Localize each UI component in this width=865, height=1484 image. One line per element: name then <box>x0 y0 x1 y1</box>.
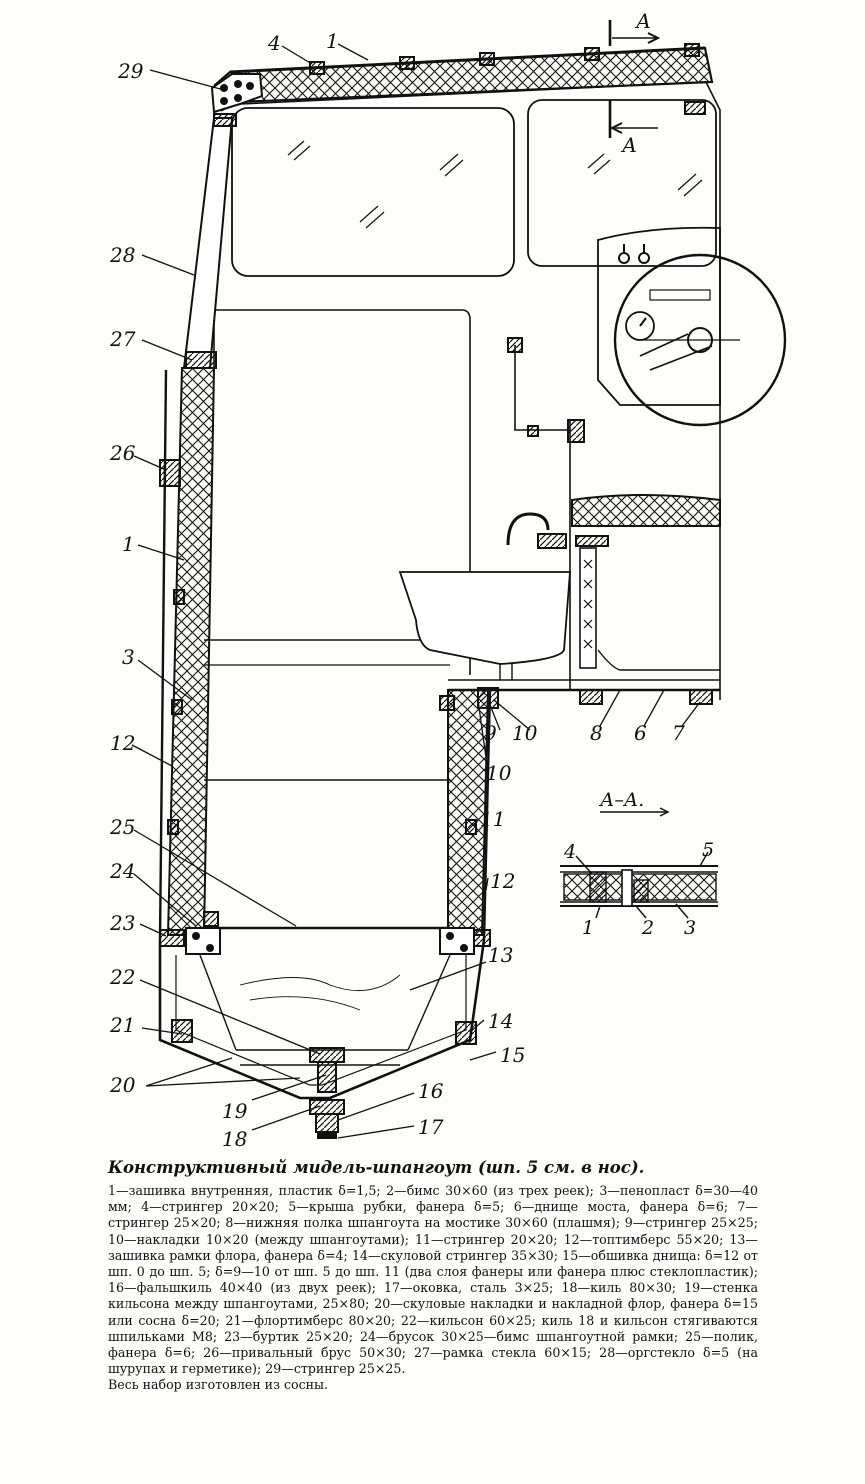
gusset-right <box>439 927 475 955</box>
section-title: А–А. <box>598 789 644 811</box>
caption-note: Весь набор изготовлен из сосны. <box>108 1377 329 1393</box>
false-keel-16 <box>315 1113 339 1133</box>
steel-strip-17 <box>317 1131 337 1139</box>
rubbing-strake-26 <box>159 459 181 487</box>
callout-10-lower: 10 <box>486 761 512 785</box>
bilge-stringer-14 <box>455 1021 477 1045</box>
callout-25: 25 <box>109 815 135 839</box>
caption-legend: 1—зашивка внутренняя, пластик δ=1,5; 2—б… <box>108 1183 758 1377</box>
side-foam-left <box>166 367 216 936</box>
hull-structure <box>158 20 787 1139</box>
callout-18: 18 <box>222 1127 247 1151</box>
callout-11: 11 <box>480 807 505 831</box>
callout-4: 4 <box>267 31 281 55</box>
callout-12-right: 12 <box>490 869 515 893</box>
callout-26: 26 <box>109 441 136 465</box>
callout-8: 8 <box>590 721 603 745</box>
callout-14: 14 <box>488 1009 513 1033</box>
sink <box>398 571 571 665</box>
windshield-28 <box>182 117 234 369</box>
keelson-22 <box>309 1047 345 1063</box>
callout-19: 19 <box>222 1099 248 1123</box>
stringer-7 <box>689 689 713 705</box>
midship-frame-diagram: 29 4 1 28 27 26 1 3 12 25 24 23 22 21 20… <box>109 9 787 1151</box>
window-left <box>231 107 515 277</box>
callout-labels: 29 4 1 28 27 26 1 3 12 25 24 23 22 21 20… <box>109 29 685 1151</box>
bilge-stringer <box>171 1019 193 1043</box>
callout-10: 10 <box>512 721 538 745</box>
callout-23: 23 <box>109 911 135 935</box>
keelson-web-19 <box>317 1061 337 1093</box>
caption-title: Конструктивный мидель-шпангоут (шп. 5 см… <box>108 1158 645 1177</box>
callout-3: 3 <box>122 645 135 669</box>
callout-24: 24 <box>109 859 135 883</box>
section-mark-top: А <box>634 9 651 33</box>
section-callout-5: 5 <box>702 839 714 861</box>
callout-21: 21 <box>109 1013 135 1037</box>
callout-1: 1 <box>326 29 339 53</box>
gusset-left <box>185 927 221 955</box>
section-callout-3: 3 <box>684 917 696 939</box>
dashboard <box>597 226 721 406</box>
section-a-a-inset: А–А. 4 5 1 2 3 <box>560 789 718 939</box>
callout-17: 17 <box>418 1115 444 1139</box>
section-callout-1: 1 <box>582 917 594 939</box>
callout-27: 27 <box>109 327 136 351</box>
callout-20: 20 <box>109 1073 136 1097</box>
window-right <box>527 99 717 267</box>
roof-stringer-4 <box>309 61 325 75</box>
figure-caption: Конструктивный мидель-шпангоут (шп. 5 см… <box>108 1158 758 1392</box>
callout-1-side: 1 <box>122 532 135 556</box>
batten-23 <box>159 929 185 947</box>
callout-28: 28 <box>109 243 135 267</box>
section-callout-2: 2 <box>641 917 654 939</box>
stringer-8 <box>579 689 603 705</box>
callout-22: 22 <box>109 965 135 989</box>
callout-9: 9 <box>484 721 497 745</box>
callout-15: 15 <box>500 1043 525 1067</box>
leader-lines <box>131 43 701 1139</box>
callout-6: 6 <box>634 721 647 745</box>
callout-13: 13 <box>488 943 513 967</box>
callout-29: 29 <box>117 59 144 83</box>
seat-cushion <box>571 494 721 527</box>
steering-wheel <box>613 253 787 427</box>
callout-16: 16 <box>418 1079 444 1103</box>
callout-12: 12 <box>110 731 135 755</box>
callout-7: 7 <box>672 721 685 745</box>
section-callout-4: 4 <box>563 841 576 863</box>
section-mark-bottom: А <box>620 133 637 157</box>
keel-18 <box>309 1099 345 1115</box>
